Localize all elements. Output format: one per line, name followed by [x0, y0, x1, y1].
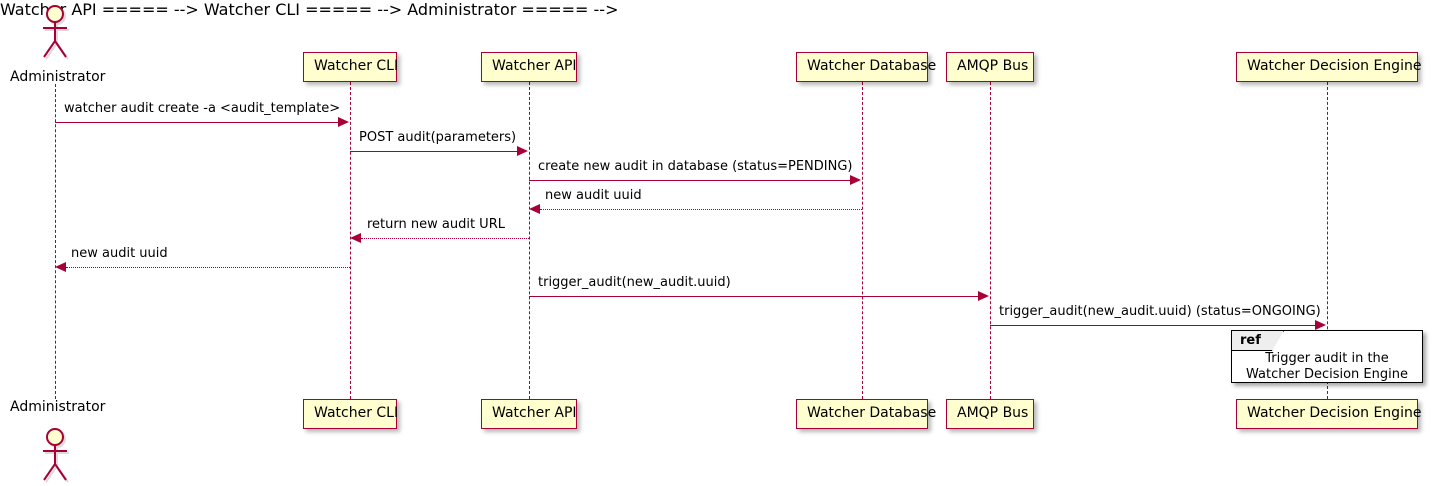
participant-box-watcher-api-bottom[interactable]: Watcher API [481, 399, 577, 429]
message-line-6 [66, 267, 350, 268]
ref-fragment-line-1: Trigger audit in the [1265, 351, 1389, 366]
message-arrowhead-5 [350, 233, 361, 243]
actor-administrator-top [34, 2, 76, 60]
participant-box-amqp-bus-top[interactable]: AMQP Bus [946, 52, 1034, 82]
message-label-2: POST audit(parameters) [359, 130, 517, 145]
participant-box-watcher-database-top[interactable]: Watcher Database [796, 52, 936, 82]
message-line-4 [540, 209, 862, 210]
ref-fragment-line-2: Watcher Decision Engine [1246, 367, 1408, 382]
actor-administrator-bottom [34, 425, 76, 483]
message-label-1: watcher audit create -a <audit_template> [64, 101, 341, 116]
message-line-1 [55, 122, 339, 123]
participant-box-amqp-bus-bottom[interactable]: AMQP Bus [946, 399, 1034, 429]
lifeline-amqp-bus [990, 82, 991, 399]
message-arrowhead-1 [338, 117, 349, 127]
message-arrowhead-4 [529, 204, 540, 214]
message-line-8 [990, 325, 1316, 326]
participant-box-watcher-decision-engine-bottom[interactable]: Watcher Decision Engine [1236, 399, 1421, 429]
message-arrowhead-6 [55, 262, 66, 272]
actor-stick-figure-icon [43, 5, 69, 60]
message-arrowhead-3 [850, 175, 861, 185]
actor-stick-figure-icon [43, 428, 69, 483]
message-arrowhead-7 [978, 291, 989, 301]
message-label-5: return new audit URL [367, 217, 505, 232]
ref-fragment-body: Trigger audit in the Watcher Decision En… [1232, 351, 1422, 383]
lifeline-watcher-database [862, 82, 863, 399]
message-label-4: new audit uuid [545, 188, 642, 203]
message-label-7: trigger_audit(new_audit.uuid) [538, 275, 731, 290]
actor-label-administrator-top: Administrator [10, 69, 106, 85]
ref-fragment-trigger-audit: ref Trigger audit in the Watcher Decisio… [1231, 330, 1423, 383]
message-label-8: trigger_audit(new_audit.uuid) (status=ON… [999, 304, 1321, 319]
lifeline-watcher-api [529, 82, 530, 399]
message-line-2 [350, 151, 518, 152]
message-line-3 [529, 180, 851, 181]
message-arrowhead-8 [1315, 320, 1326, 330]
participant-box-watcher-database-bottom[interactable]: Watcher Database [796, 399, 936, 429]
message-line-7 [529, 296, 979, 297]
participant-box-watcher-cli-bottom[interactable]: Watcher CLI [303, 399, 398, 429]
lifeline-watcher-decision-engine [1327, 82, 1328, 399]
message-arrowhead-2 [517, 146, 528, 156]
lifeline-administrator [55, 84, 56, 399]
actor-label-administrator-bottom: Administrator [10, 399, 106, 415]
participant-box-watcher-api-top[interactable]: Watcher API [481, 52, 577, 82]
ref-fragment-tab-label: ref [1232, 331, 1284, 351]
message-label-6: new audit uuid [71, 246, 168, 261]
participant-box-watcher-decision-engine-top[interactable]: Watcher Decision Engine [1236, 52, 1421, 82]
participant-box-watcher-cli-top[interactable]: Watcher CLI [303, 52, 398, 82]
message-label-3: create new audit in database (status=PEN… [538, 159, 853, 174]
message-line-5 [361, 238, 529, 239]
